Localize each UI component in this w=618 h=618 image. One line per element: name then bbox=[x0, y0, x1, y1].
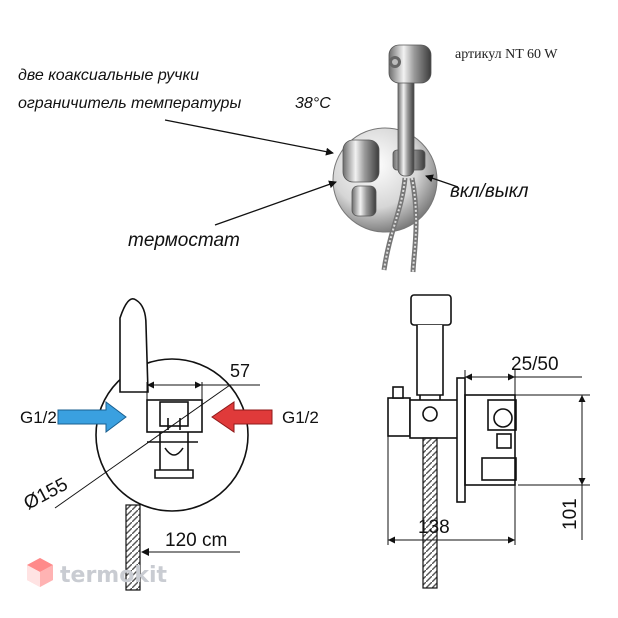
dim-depth-label: 25/50 bbox=[511, 354, 559, 375]
dim-25-50 bbox=[464, 370, 582, 395]
label-thermostat: термостат bbox=[128, 230, 240, 251]
watermark-text: termokit bbox=[60, 563, 167, 588]
inlet-arrow-right bbox=[211, 401, 273, 433]
arrow-thermostat bbox=[214, 180, 337, 226]
article-code: артикул NT 60 W bbox=[455, 47, 558, 62]
dim-57 bbox=[146, 381, 260, 400]
inlet-arrow-left bbox=[57, 401, 127, 433]
inlet-label-right: G1/2 bbox=[282, 408, 319, 427]
label-limiter-temp: 38°C bbox=[295, 95, 331, 112]
product-photo bbox=[332, 44, 438, 273]
inlet-label-left: G1/2 bbox=[20, 408, 57, 427]
label-on-off: вкл/выкл bbox=[450, 181, 529, 202]
front-view bbox=[95, 298, 249, 591]
dim-101 bbox=[466, 394, 590, 540]
dim-width-label: 57 bbox=[230, 361, 250, 381]
termokit-logo: termokit bbox=[27, 558, 167, 588]
dim-length-label: 138 bbox=[418, 517, 450, 538]
label-temperature-limiter: ограничитель температуры bbox=[18, 95, 241, 112]
arrow-limiter bbox=[164, 119, 334, 156]
hose-length-label: 120 cm bbox=[165, 530, 227, 551]
dim-diameter-line bbox=[54, 384, 231, 509]
dim-height-label: 101 bbox=[560, 498, 581, 530]
side-view bbox=[387, 294, 517, 589]
dim-diameter-label: Ø155 bbox=[20, 474, 71, 514]
label-coaxial-handles: две коаксиальные ручки bbox=[18, 67, 199, 84]
arrow-on-off bbox=[425, 174, 459, 188]
dim-138 bbox=[387, 436, 516, 545]
